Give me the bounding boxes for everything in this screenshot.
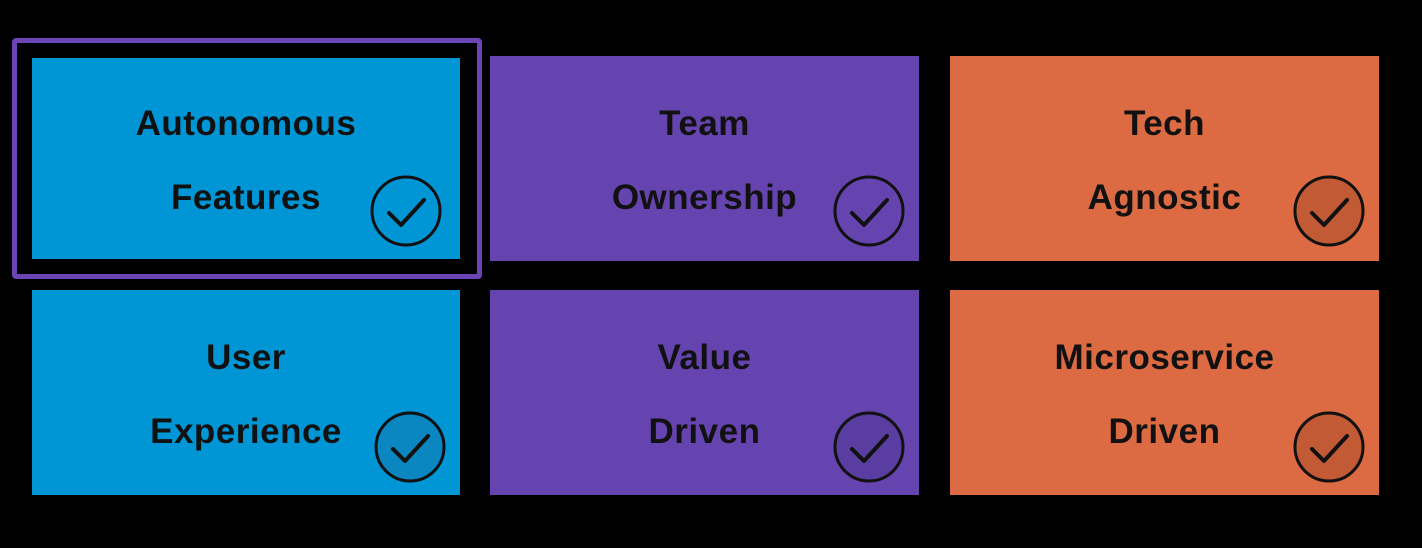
tile-title-line-1: User [206,337,286,377]
check-circle-icon [1291,409,1367,485]
check-circle-icon [831,409,907,485]
check-circle-icon [831,173,907,249]
tile-text: User Experience [150,321,342,469]
tile-title-line-2: Experience [150,411,342,451]
tile-value-driven[interactable]: Value Driven [490,290,919,495]
check-circle-icon [372,409,448,485]
tile-title-line-2: Features [171,177,321,217]
tile-title-line-1: Team [659,103,750,143]
tile-title-line-2: Ownership [611,177,798,217]
tile-microservice-driven[interactable]: Microservice Driven [950,290,1379,495]
check-circle-icon [368,173,444,249]
tile-user-experience[interactable]: User Experience [32,290,460,495]
tile-title-line-1: Value [657,337,752,377]
tile-text: Autonomous Features [136,87,357,235]
tile-text: Microservice Driven [1054,321,1274,469]
tile-text: Tech Agnostic [1088,87,1242,235]
tile-tech-agnostic[interactable]: Tech Agnostic [950,56,1379,261]
tile-autonomous-features[interactable]: Autonomous Features [32,58,460,259]
tile-title-line-2: Driven [1108,411,1221,451]
tile-team-ownership[interactable]: Team Ownership [490,56,919,261]
tile-text: Value Driven [649,321,761,469]
tile-text: Team Ownership [612,87,797,235]
tile-title-line-2: Agnostic [1087,177,1242,217]
tile-title-line-1: Tech [1123,103,1206,143]
tile-title-line-1: Autonomous [135,103,357,143]
check-circle-icon [1291,173,1367,249]
tile-title-line-1: Microservice [1054,337,1275,377]
tile-title-line-2: Driven [648,411,761,451]
